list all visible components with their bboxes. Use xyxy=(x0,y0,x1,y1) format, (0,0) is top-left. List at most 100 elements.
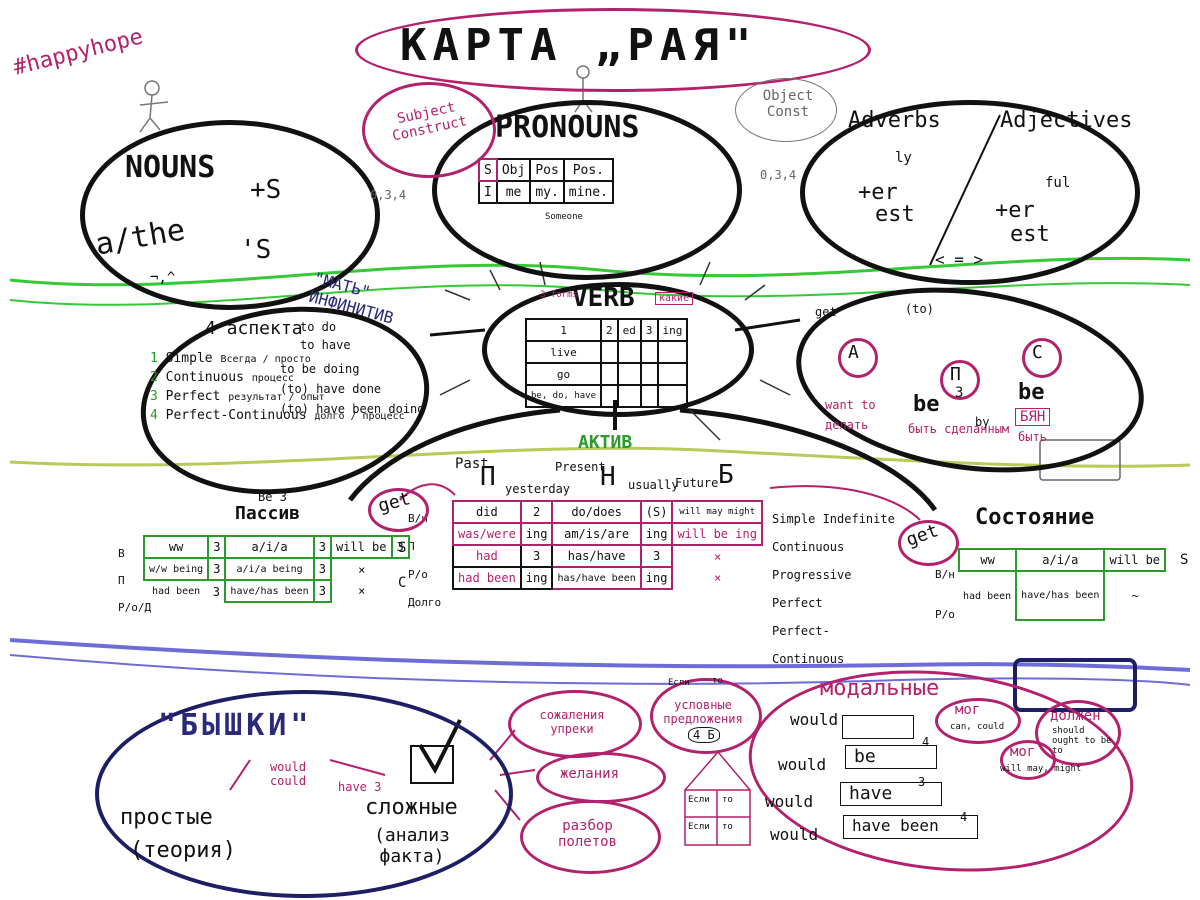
title-ellipse xyxy=(355,8,871,92)
tense-r2-past: was/were xyxy=(452,522,522,546)
bumps-complex: сложные xyxy=(365,795,458,820)
pronoun-header-pos: Pos xyxy=(529,158,565,182)
tense-row-label-4: Долго xyxy=(408,596,442,609)
tense-r2-present-form: ing xyxy=(639,522,674,546)
passive-s: S xyxy=(398,540,407,556)
tense-r2-future: will be ing xyxy=(671,522,763,546)
pronoun-someone: Someone xyxy=(545,212,583,222)
bumps-theory: (теория) xyxy=(130,838,236,863)
modal-mog: мог xyxy=(955,702,981,718)
verb-col-3: 3 xyxy=(639,318,659,342)
state-r2-c2: have/has been xyxy=(1015,570,1106,621)
state-r1-c2: a/i/a xyxy=(1015,548,1106,572)
verb-kakie: какие xyxy=(655,292,694,305)
conditions-label: условные предложения xyxy=(663,698,743,726)
passive-r1-c4: 3 xyxy=(312,535,332,559)
regrets-label: сожаления упреки xyxy=(539,708,605,736)
state-s: S xyxy=(1180,552,1189,568)
modal-num-3: 4 xyxy=(960,810,968,824)
tense-past: Past xyxy=(455,456,489,472)
tense-present: Present xyxy=(555,460,606,474)
modal-row-2-would: would xyxy=(778,755,827,774)
passive-r3-c4: 3 xyxy=(312,579,332,603)
verb-col-1: 1 xyxy=(524,318,603,342)
passive-table: ww 3 a/i/a 3 will be 3 w/w being 3 a/i/a… xyxy=(142,535,410,603)
apc-be-a: be xyxy=(913,392,940,417)
modal-row-3-verb: have xyxy=(840,782,942,806)
apc-three: 3 xyxy=(955,385,964,401)
apc-a-circle xyxy=(838,338,878,378)
modal-dolzhen-circle xyxy=(1035,700,1121,766)
bumps-analysis: (анализ факта) xyxy=(374,825,450,867)
verb-title: VERB xyxy=(572,283,635,313)
tense-r3-past: had xyxy=(452,544,522,568)
adverbs-er: +er xyxy=(858,180,898,205)
verb-row-be-do-have: be, do, have xyxy=(524,384,603,408)
verb-forms-label: 3 forms xyxy=(540,290,578,300)
pronoun-cell-mine: mine. xyxy=(562,180,614,204)
tense-r4-future: × xyxy=(714,571,722,585)
passive-r2-c2: 3 xyxy=(207,557,227,581)
state-row-label-1: В/н xyxy=(935,568,955,581)
tense-row-label-3: Р/о xyxy=(408,568,428,581)
nouns-ellipse xyxy=(80,120,380,310)
tense-aspect-simple: Simple Indefinite xyxy=(772,512,895,526)
purple-wave-line-2 xyxy=(9,654,1191,686)
modal-mog2: мог xyxy=(1010,744,1036,760)
tense-r4-present: has/have been xyxy=(551,566,642,590)
analysis-errors-label: разбор полетов xyxy=(557,818,617,850)
state-r2-c1: had been xyxy=(963,590,1012,602)
adjectives-er: +er xyxy=(995,198,1035,223)
nouns-symbols: ¬,^ xyxy=(150,270,176,286)
verb-ellipse xyxy=(482,282,754,417)
nouns-apos-s: 'S xyxy=(240,235,272,265)
pronoun-cell-my: my. xyxy=(529,180,565,204)
tense-future: Future xyxy=(675,476,719,490)
apc-by: by xyxy=(975,415,990,429)
apc-p-circle xyxy=(940,360,980,400)
passive-r3-c5: × xyxy=(358,584,366,598)
apc-be-c: be xyxy=(1018,380,1045,405)
apc-a-letter: A xyxy=(848,342,859,363)
bumps-have3: have 3 xyxy=(338,780,382,794)
verb-col-ed: ed xyxy=(616,318,642,342)
tense-r1-past: did xyxy=(452,500,522,524)
verb-col-2: 2 xyxy=(600,318,619,342)
passive-r3-c2: 3 xyxy=(212,584,220,599)
modal-num-1: 4 xyxy=(922,735,930,749)
tense-r1-present: do/does xyxy=(551,500,642,524)
house-cell-1: Если xyxy=(688,795,710,805)
tense-r3-future: × xyxy=(714,549,722,564)
adjectives-ful: ful xyxy=(1045,175,1071,191)
verb-row-go: go xyxy=(524,362,603,386)
modal-can-could: can, could xyxy=(950,722,1005,732)
tense-r4-past-form: ing xyxy=(519,566,554,590)
passive-row-label-1: В xyxy=(118,547,125,560)
modal-may-might: will may, might xyxy=(1000,764,1082,774)
tense-r3-present: has/have xyxy=(551,544,642,568)
passive-row-label-3: Р/о/Д xyxy=(118,601,152,614)
wishes-label: желания xyxy=(560,766,620,782)
house-cell-3: Если xyxy=(688,822,710,832)
aspect-item-1: 1 Simple Всегда / просто xyxy=(150,351,311,366)
tense-r2-past-form: ing xyxy=(519,522,554,546)
modal-mog2-circle xyxy=(1000,740,1056,780)
tense-usually: usually xyxy=(628,478,679,492)
bumps-would-could: would could xyxy=(269,760,307,788)
state-row-label-2: Р/о xyxy=(935,608,955,621)
house-cell-2: то xyxy=(722,795,733,805)
aspect-form-1: to be doing xyxy=(280,362,360,376)
get-circle-left xyxy=(368,488,429,532)
state-r2-c3: ~ xyxy=(1131,589,1139,603)
adv-marks: 0,3,4 xyxy=(760,168,797,182)
state-title: Состояние xyxy=(975,505,1095,530)
modal-mog-circle xyxy=(935,698,1021,744)
tense-past-letter: П xyxy=(480,462,496,492)
aspect-item-2: 2 Continuous процесс xyxy=(150,370,294,385)
stick-figure-left xyxy=(139,80,169,133)
modal-row-3-would: would xyxy=(765,792,814,811)
passive-r1-c1: ww xyxy=(142,535,210,559)
apc-p-letter: П xyxy=(950,364,961,385)
modal-row-4-would: would xyxy=(770,825,819,844)
apc-c-letter: C xyxy=(1032,342,1043,363)
